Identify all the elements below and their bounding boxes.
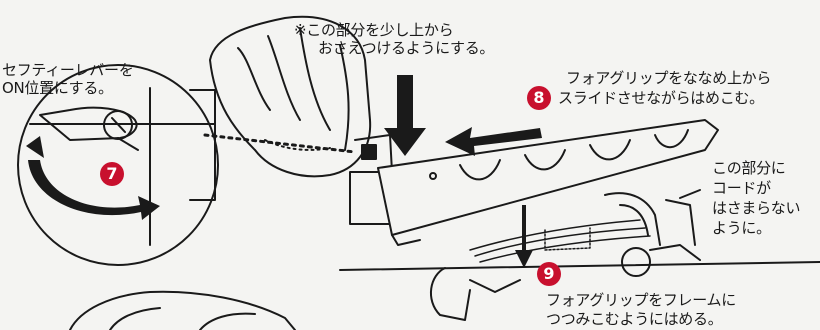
callout-press-line1: ※この部分を少し上から (294, 21, 454, 39)
callout-cord-line3: はさまらない (712, 199, 801, 217)
callout-press-line2: おさえつけるようにする。 (318, 39, 495, 57)
left-arrow-icon (445, 127, 542, 156)
callout-step8-line2: スライドさせながらはめこむ。 (558, 89, 764, 107)
safety-detail-circle (17, 64, 219, 266)
cord-pointer-line (679, 189, 701, 199)
callout-step8-line1: フォアグリップをななめ上から (566, 69, 772, 87)
step-7-badge: 7 (100, 162, 124, 186)
callout-cord-line4: ように。 (712, 219, 771, 237)
wiring-cord (469, 219, 651, 263)
fore-grip (377, 119, 719, 246)
down-arrow-icon (384, 75, 426, 156)
gun-frame (339, 134, 820, 321)
step-9-badge: 9 (537, 262, 561, 286)
callout-cord-line2: コードが (712, 179, 771, 197)
callout-safety-line2: ON位置にする。 (2, 79, 113, 97)
callout-step9-line1: フォアグリップをフレームに (546, 291, 736, 309)
callout-cord-line1: この部分に (712, 159, 786, 177)
curved-arrow-icon (28, 160, 160, 220)
down-small-arrow-icon (515, 205, 533, 268)
lower-hand (69, 290, 296, 330)
detail-link-line (203, 133, 357, 154)
callout-step9-line2: つつみこむようにはめる。 (546, 310, 723, 328)
callout-safety-line1: セフティーレバーを (2, 61, 134, 79)
step-8-badge: 8 (527, 86, 551, 110)
